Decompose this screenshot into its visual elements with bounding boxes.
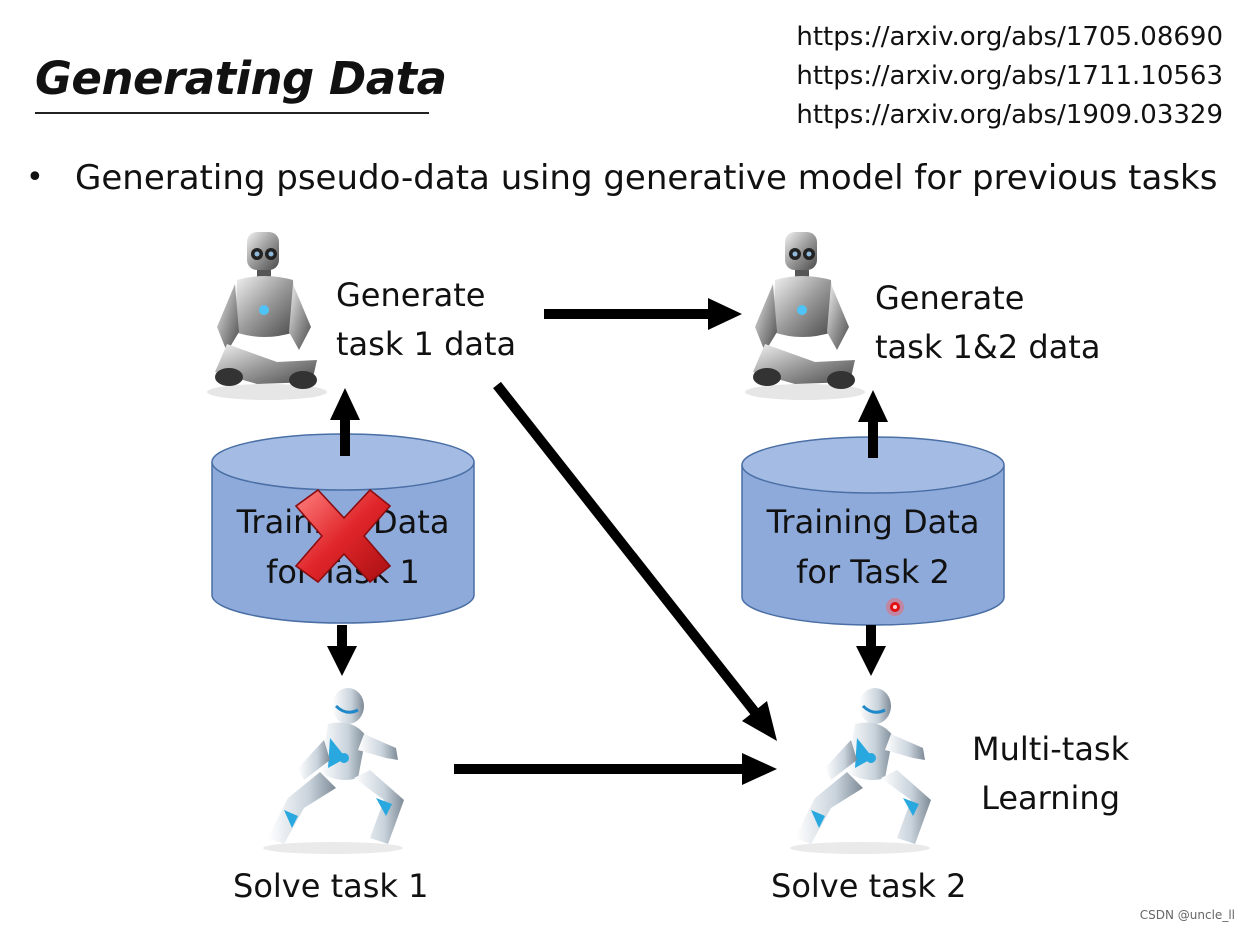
- generator-2-label: Generate task 1&2 data: [875, 274, 1100, 372]
- db-1-line-2: for Task 1: [212, 547, 474, 597]
- generator-1-line-1: Generate: [336, 271, 516, 320]
- db-1-label: Training Data for Task 1: [212, 497, 474, 597]
- multitask-line-2: Learning: [972, 774, 1129, 823]
- db-1-line-1: Training Data: [212, 497, 474, 547]
- generator-robot-1-icon: [207, 232, 327, 400]
- solver-robot-1-icon: [263, 688, 404, 854]
- generator-1-line-2: task 1 data: [336, 320, 516, 369]
- multitask-label: Multi-task Learning: [972, 725, 1129, 823]
- generator-1-label: Generate task 1 data: [336, 271, 516, 369]
- db-2-line-1: Training Data: [742, 497, 1004, 547]
- db-2-label: Training Data for Task 2: [742, 497, 1004, 597]
- solver-1-label: Solve task 1: [233, 862, 428, 911]
- solver-2-label: Solve task 2: [771, 862, 966, 911]
- db-2-line-2: for Task 2: [742, 547, 1004, 597]
- solver-robot-2-icon: [790, 688, 931, 854]
- arrow-gen1-to-solver2: [497, 385, 758, 716]
- watermark: CSDN @uncle_ll: [1140, 908, 1235, 922]
- laser-pointer-icon: [886, 598, 904, 616]
- generator-robot-2-icon: [745, 232, 865, 400]
- generator-2-line-2: task 1&2 data: [875, 323, 1100, 372]
- generator-2-line-1: Generate: [875, 274, 1100, 323]
- multitask-line-1: Multi-task: [972, 725, 1129, 774]
